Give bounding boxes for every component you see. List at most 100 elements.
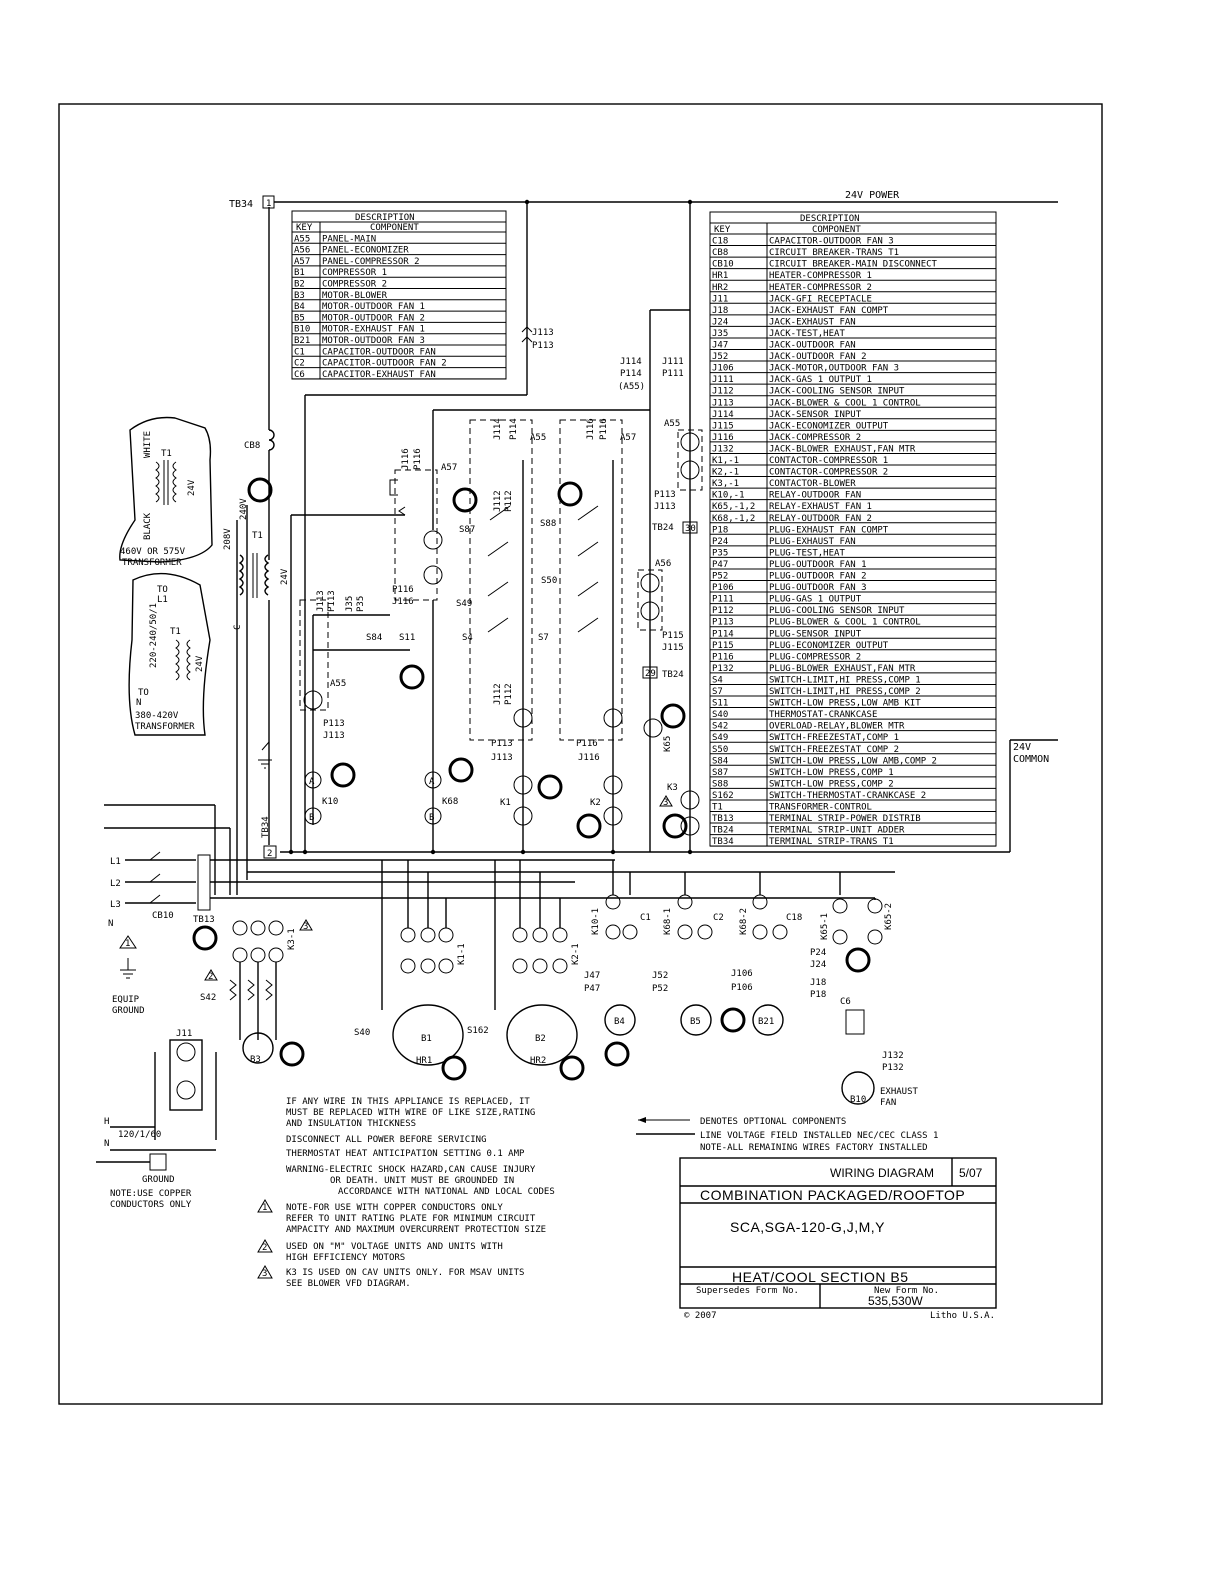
legend-left-row-key: C6 bbox=[294, 370, 305, 380]
svg-text:SEE BLOWER VFD DIAGRAM.: SEE BLOWER VFD DIAGRAM. bbox=[286, 1279, 411, 1289]
svg-text:K10: K10 bbox=[322, 797, 338, 807]
legend-right-row-component: PLUG-COOLING SENSOR INPUT bbox=[769, 606, 905, 616]
legend-right-row-component: CONTACTOR-COMPRESSOR 2 bbox=[769, 468, 888, 478]
svg-text:DESCRIPTION: DESCRIPTION bbox=[800, 214, 860, 224]
legend-right-row-key: P52 bbox=[712, 572, 728, 582]
svg-text:© 2007: © 2007 bbox=[684, 1311, 717, 1321]
svg-text:P113: P113 bbox=[654, 490, 676, 500]
svg-text:LINE VOLTAGE FIELD INSTALLED N: LINE VOLTAGE FIELD INSTALLED NEC/CEC CLA… bbox=[700, 1131, 938, 1141]
svg-text:P113: P113 bbox=[327, 590, 337, 612]
svg-text:TB24: TB24 bbox=[652, 523, 674, 533]
legend-right-row-component: TERMINAL STRIP-POWER DISTRIB bbox=[769, 814, 921, 824]
svg-text:NOTE-FOR USE WITH COPPER CONDU: NOTE-FOR USE WITH COPPER CONDUCTORS ONLY bbox=[286, 1203, 503, 1213]
svg-text:J113: J113 bbox=[654, 502, 676, 512]
legend-left-row-component: CAPACITOR-EXHAUST FAN bbox=[322, 370, 436, 380]
line-voltage-section: L1 L2 L3 N CB10 TB13 1 EQUIP GROUND K3-1… bbox=[96, 804, 919, 1210]
legend-right-row-component: JACK-SENSOR INPUT bbox=[769, 410, 862, 420]
svg-text:C2: C2 bbox=[713, 913, 724, 923]
legend-right-row-component: CONTACTOR-BLOWER bbox=[769, 479, 856, 489]
svg-text:C1: C1 bbox=[640, 913, 651, 923]
svg-text:A: A bbox=[429, 777, 435, 787]
svg-text:DISCONNECT ALL POWER BEFORE SE: DISCONNECT ALL POWER BEFORE SERVICING bbox=[286, 1135, 486, 1145]
legend-right-row-component: OVERLOAD-RELAY,BLOWER MTR bbox=[769, 722, 905, 732]
legend-right-row-key: P35 bbox=[712, 548, 728, 558]
transformer-460-575-inset: WHITE BLACK T1 24V 460V OR 575V TRANSFOR… bbox=[119, 416, 213, 568]
svg-text:KEY: KEY bbox=[296, 223, 313, 233]
svg-text:WARNING-ELECTRIC SHOCK HAZARD,: WARNING-ELECTRIC SHOCK HAZARD,CAN CAUSE … bbox=[286, 1165, 536, 1175]
svg-text:MUST BE REPLACED WITH WIRE OF: MUST BE REPLACED WITH WIRE OF LIKE SIZE,… bbox=[286, 1108, 535, 1118]
svg-text:460V OR 575V: 460V OR 575V bbox=[120, 547, 186, 557]
svg-text:USED ON "M" VOLTAGE UNITS AND: USED ON "M" VOLTAGE UNITS AND UNITS WITH bbox=[286, 1242, 503, 1252]
legend-right-row-key: S11 bbox=[712, 699, 728, 709]
legend-right-row-component: RELAY-OUTDOOR FAN bbox=[769, 491, 861, 501]
legend-left-row-key: A55 bbox=[294, 234, 310, 244]
svg-text:P113: P113 bbox=[323, 719, 345, 729]
legend-right-row-component: JACK-GFI RECEPTACLE bbox=[769, 294, 872, 304]
svg-text:WHITE: WHITE bbox=[143, 431, 153, 458]
svg-text:J113: J113 bbox=[491, 753, 513, 763]
legend-right-row-key: S88 bbox=[712, 779, 728, 789]
svg-text:24V: 24V bbox=[280, 568, 290, 585]
svg-text:N: N bbox=[108, 919, 113, 929]
svg-text:HR1: HR1 bbox=[416, 1056, 432, 1066]
legend-right-row-key: J114 bbox=[712, 410, 734, 420]
legend-right-row-key: TB24 bbox=[712, 826, 734, 836]
legend-right-row-key: S49 bbox=[712, 733, 728, 743]
legend-left-row-key: A56 bbox=[294, 246, 310, 256]
svg-text:NOTE:USE COPPER: NOTE:USE COPPER bbox=[110, 1189, 192, 1199]
svg-text:535,530W: 535,530W bbox=[868, 1294, 923, 1308]
svg-text:1: 1 bbox=[262, 1203, 267, 1213]
svg-text:J106: J106 bbox=[731, 969, 753, 979]
legend-right-row-key: K10,-1 bbox=[712, 491, 745, 501]
svg-text:B3: B3 bbox=[250, 1055, 261, 1065]
svg-text:B21: B21 bbox=[758, 1017, 774, 1027]
svg-text:B10: B10 bbox=[850, 1095, 866, 1105]
svg-text:S49: S49 bbox=[456, 599, 472, 609]
svg-text:IF ANY WIRE IN THIS APPLIANCE: IF ANY WIRE IN THIS APPLIANCE IS REPLACE… bbox=[286, 1097, 530, 1107]
tb34-terminal-1-label: 1 bbox=[266, 199, 271, 209]
svg-text:TB24: TB24 bbox=[662, 670, 684, 680]
legend-right-row-key: P115 bbox=[712, 641, 734, 651]
svg-text:P112: P112 bbox=[504, 683, 514, 705]
svg-text:J112: J112 bbox=[493, 683, 503, 705]
svg-text:J116: J116 bbox=[578, 753, 600, 763]
svg-text:THERMOSTAT HEAT ANTICIPATION S: THERMOSTAT HEAT ANTICIPATION SETTING 0.1… bbox=[286, 1149, 525, 1159]
legend-right-row-component: JACK-BLOWER EXHAUST,FAN MTR bbox=[769, 444, 916, 454]
legend-right-row-component: PLUG-EXHAUST FAN bbox=[769, 537, 856, 547]
svg-text:J115: J115 bbox=[662, 643, 684, 653]
legend-left-row-component: PANEL-MAIN bbox=[322, 234, 376, 244]
tb34-terminal-2 bbox=[263, 845, 277, 859]
legend-right-row-component: PLUG-TEST,HEAT bbox=[769, 548, 845, 558]
legend-left-row-component: CAPACITOR-OUTDOOR FAN 2 bbox=[322, 359, 447, 369]
svg-text:J113: J113 bbox=[316, 590, 326, 612]
svg-text:2: 2 bbox=[262, 1243, 267, 1253]
legend-right-row-component: JACK-OUTDOOR FAN 2 bbox=[769, 352, 867, 362]
legend-right-row-key: HR1 bbox=[712, 271, 728, 281]
svg-text:P116: P116 bbox=[413, 448, 423, 470]
legend-right-row-component: RELAY-EXHAUST FAN 1 bbox=[769, 502, 872, 512]
svg-text:208V: 208V bbox=[223, 528, 233, 550]
legend-right-row-component: JACK-OUTDOOR FAN bbox=[769, 341, 856, 351]
svg-text:240V: 240V bbox=[239, 498, 249, 520]
svg-text:(A55): (A55) bbox=[618, 382, 645, 392]
svg-text:C6: C6 bbox=[840, 997, 851, 1007]
legend-right-row-component: SWITCH-THERMOSTAT-CRANKCASE 2 bbox=[769, 791, 926, 801]
transformer-t1: CB8 240V 208V T1 24V C TB34 bbox=[223, 207, 290, 895]
svg-text:S87: S87 bbox=[459, 525, 475, 535]
svg-text:K1: K1 bbox=[500, 798, 511, 808]
legend-left-row-component: MOTOR-OUTDOOR FAN 1 bbox=[322, 302, 425, 312]
svg-text:S40: S40 bbox=[354, 1028, 370, 1038]
svg-text:P111: P111 bbox=[662, 369, 684, 379]
svg-text:S50: S50 bbox=[541, 576, 557, 586]
svg-text:S11: S11 bbox=[399, 633, 415, 643]
legend-right-row-key: P47 bbox=[712, 560, 728, 570]
svg-text:S7: S7 bbox=[538, 633, 549, 643]
svg-text:New Form No.: New Form No. bbox=[874, 1286, 939, 1296]
svg-text:P47: P47 bbox=[584, 984, 600, 994]
svg-text:K65: K65 bbox=[663, 736, 673, 752]
legend-right-row-component: SWITCH-LOW PRESS,LOW AMB,COMP 2 bbox=[769, 756, 937, 766]
svg-text:J52: J52 bbox=[652, 971, 668, 981]
title-block: WIRING DIAGRAM 5/07 COMBINATION PACKAGED… bbox=[679, 1157, 997, 1321]
